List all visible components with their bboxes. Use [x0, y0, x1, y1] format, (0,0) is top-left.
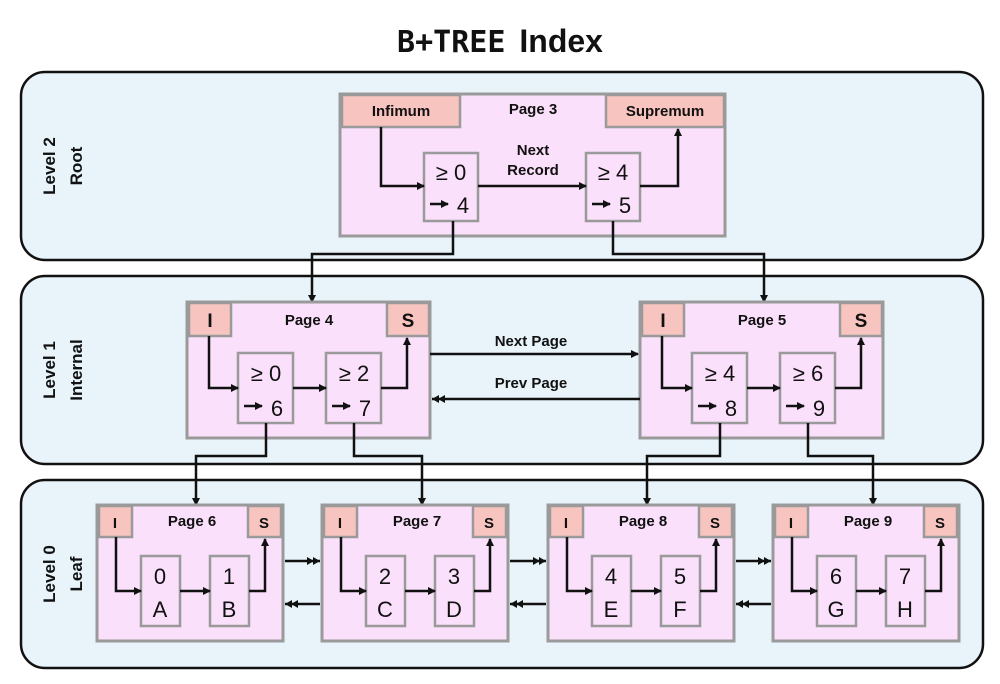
svg-text:Infimum: Infimum	[372, 103, 430, 120]
svg-text:S: S	[484, 515, 494, 532]
root-infimum	[340, 93, 462, 129]
title-sans: Index	[519, 23, 603, 59]
svg-text:8: 8	[725, 396, 737, 421]
ptr-root-to-page5	[611, 221, 768, 303]
svg-text:≥ 6: ≥ 6	[793, 361, 823, 386]
next-page-label: Next Page	[495, 333, 568, 350]
svg-text:6: 6	[830, 564, 842, 589]
svg-text:Internal: Internal	[67, 339, 86, 400]
svg-text:Page 4: Page 4	[285, 312, 334, 329]
svg-text:Level 2: Level 2	[40, 137, 59, 195]
level-1-label: Level 1 Internal	[40, 339, 86, 400]
svg-text:9: 9	[813, 396, 825, 421]
ptr-page4-to-page7	[352, 423, 426, 506]
svg-text:5: 5	[619, 193, 631, 218]
svg-text:4: 4	[605, 564, 617, 589]
svg-text:S: S	[259, 515, 269, 532]
svg-text:Page 6: Page 6	[168, 513, 216, 530]
internal-page-4: I S Page 4 ≥ 0 6 ≥ 2 7	[185, 300, 432, 440]
svg-text:6: 6	[271, 396, 283, 421]
svg-text:A: A	[153, 597, 168, 622]
leaf-page-6: I S Page 6 0 A 1 B	[95, 503, 285, 643]
svg-text:H: H	[897, 597, 913, 622]
level-2-label: Level 2 Root	[40, 137, 86, 195]
ptr-root-to-page4	[308, 221, 455, 303]
root-record-1: ≥ 0 4	[422, 151, 480, 223]
leaf-sibling-links	[285, 557, 771, 608]
root-supremum	[604, 93, 726, 129]
svg-text:Level 0: Level 0	[40, 545, 59, 603]
svg-text:S: S	[710, 515, 720, 532]
svg-text:≥ 2: ≥ 2	[339, 361, 369, 386]
root-record-2: ≥ 4 5	[584, 151, 642, 223]
svg-text:0: 0	[154, 564, 166, 589]
leaf-page-9: I S Page 9 6 G 7 H	[771, 503, 961, 643]
svg-text:C: C	[377, 597, 393, 622]
leaf-page-7: I S Page 7 2 C 3 D	[320, 503, 510, 643]
svg-text:G: G	[827, 597, 844, 622]
svg-text:F: F	[673, 597, 686, 622]
root-page-title: Page 3	[509, 101, 557, 118]
level-0-label: Level 0 Leaf	[40, 545, 86, 603]
svg-text:D: D	[446, 597, 462, 622]
svg-text:I: I	[660, 311, 665, 332]
svg-text:Supremum: Supremum	[626, 103, 704, 120]
svg-text:≥ 4: ≥ 4	[598, 160, 628, 185]
svg-text:S: S	[402, 311, 415, 332]
ptr-page5-to-page8	[643, 423, 722, 506]
svg-text:≥ 0: ≥ 0	[436, 160, 466, 185]
svg-text:S: S	[935, 515, 945, 532]
svg-text:E: E	[604, 597, 619, 622]
svg-text:S: S	[855, 311, 868, 332]
svg-text:I: I	[113, 515, 117, 532]
svg-text:Page 8: Page 8	[619, 513, 667, 530]
svg-text:Level 1: Level 1	[40, 341, 59, 399]
svg-text:7: 7	[359, 396, 371, 421]
svg-text:≥ 0: ≥ 0	[251, 361, 281, 386]
svg-text:I: I	[338, 515, 342, 532]
svg-text:Page 9: Page 9	[844, 513, 892, 530]
svg-text:I: I	[789, 515, 793, 532]
svg-text:≥ 4: ≥ 4	[705, 361, 735, 386]
svg-text:Leaf: Leaf	[67, 556, 86, 591]
prev-page-label: Prev Page	[495, 375, 568, 392]
root-page: Infimum Supremum Page 3 ≥ 0 4 ≥ 4 5 Next…	[338, 92, 727, 238]
svg-text:5: 5	[674, 564, 686, 589]
svg-text:4: 4	[457, 193, 469, 218]
diagram-title: B+TREE Index	[397, 23, 603, 60]
svg-text:2: 2	[379, 564, 391, 589]
title-mono: B+TREE	[397, 25, 505, 60]
svg-text:Root: Root	[67, 146, 86, 185]
internal-page-5: I S Page 5 ≥ 4 8 ≥ 6 9	[638, 300, 885, 440]
svg-text:1: 1	[223, 564, 235, 589]
svg-text:Page 7: Page 7	[393, 513, 441, 530]
ptr-page5-to-page9	[806, 423, 877, 506]
next-record-label-2: Record	[507, 162, 559, 179]
svg-text:I: I	[564, 515, 568, 532]
svg-text:7: 7	[899, 564, 911, 589]
leaf-page-8: I S Page 8 4 E 5 F	[546, 503, 736, 643]
ptr-page4-to-page6	[192, 423, 268, 506]
svg-text:Page 5: Page 5	[738, 312, 786, 329]
next-record-label-1: Next	[517, 142, 550, 159]
svg-text:B: B	[222, 597, 237, 622]
svg-text:I: I	[207, 311, 212, 332]
svg-text:3: 3	[448, 564, 460, 589]
